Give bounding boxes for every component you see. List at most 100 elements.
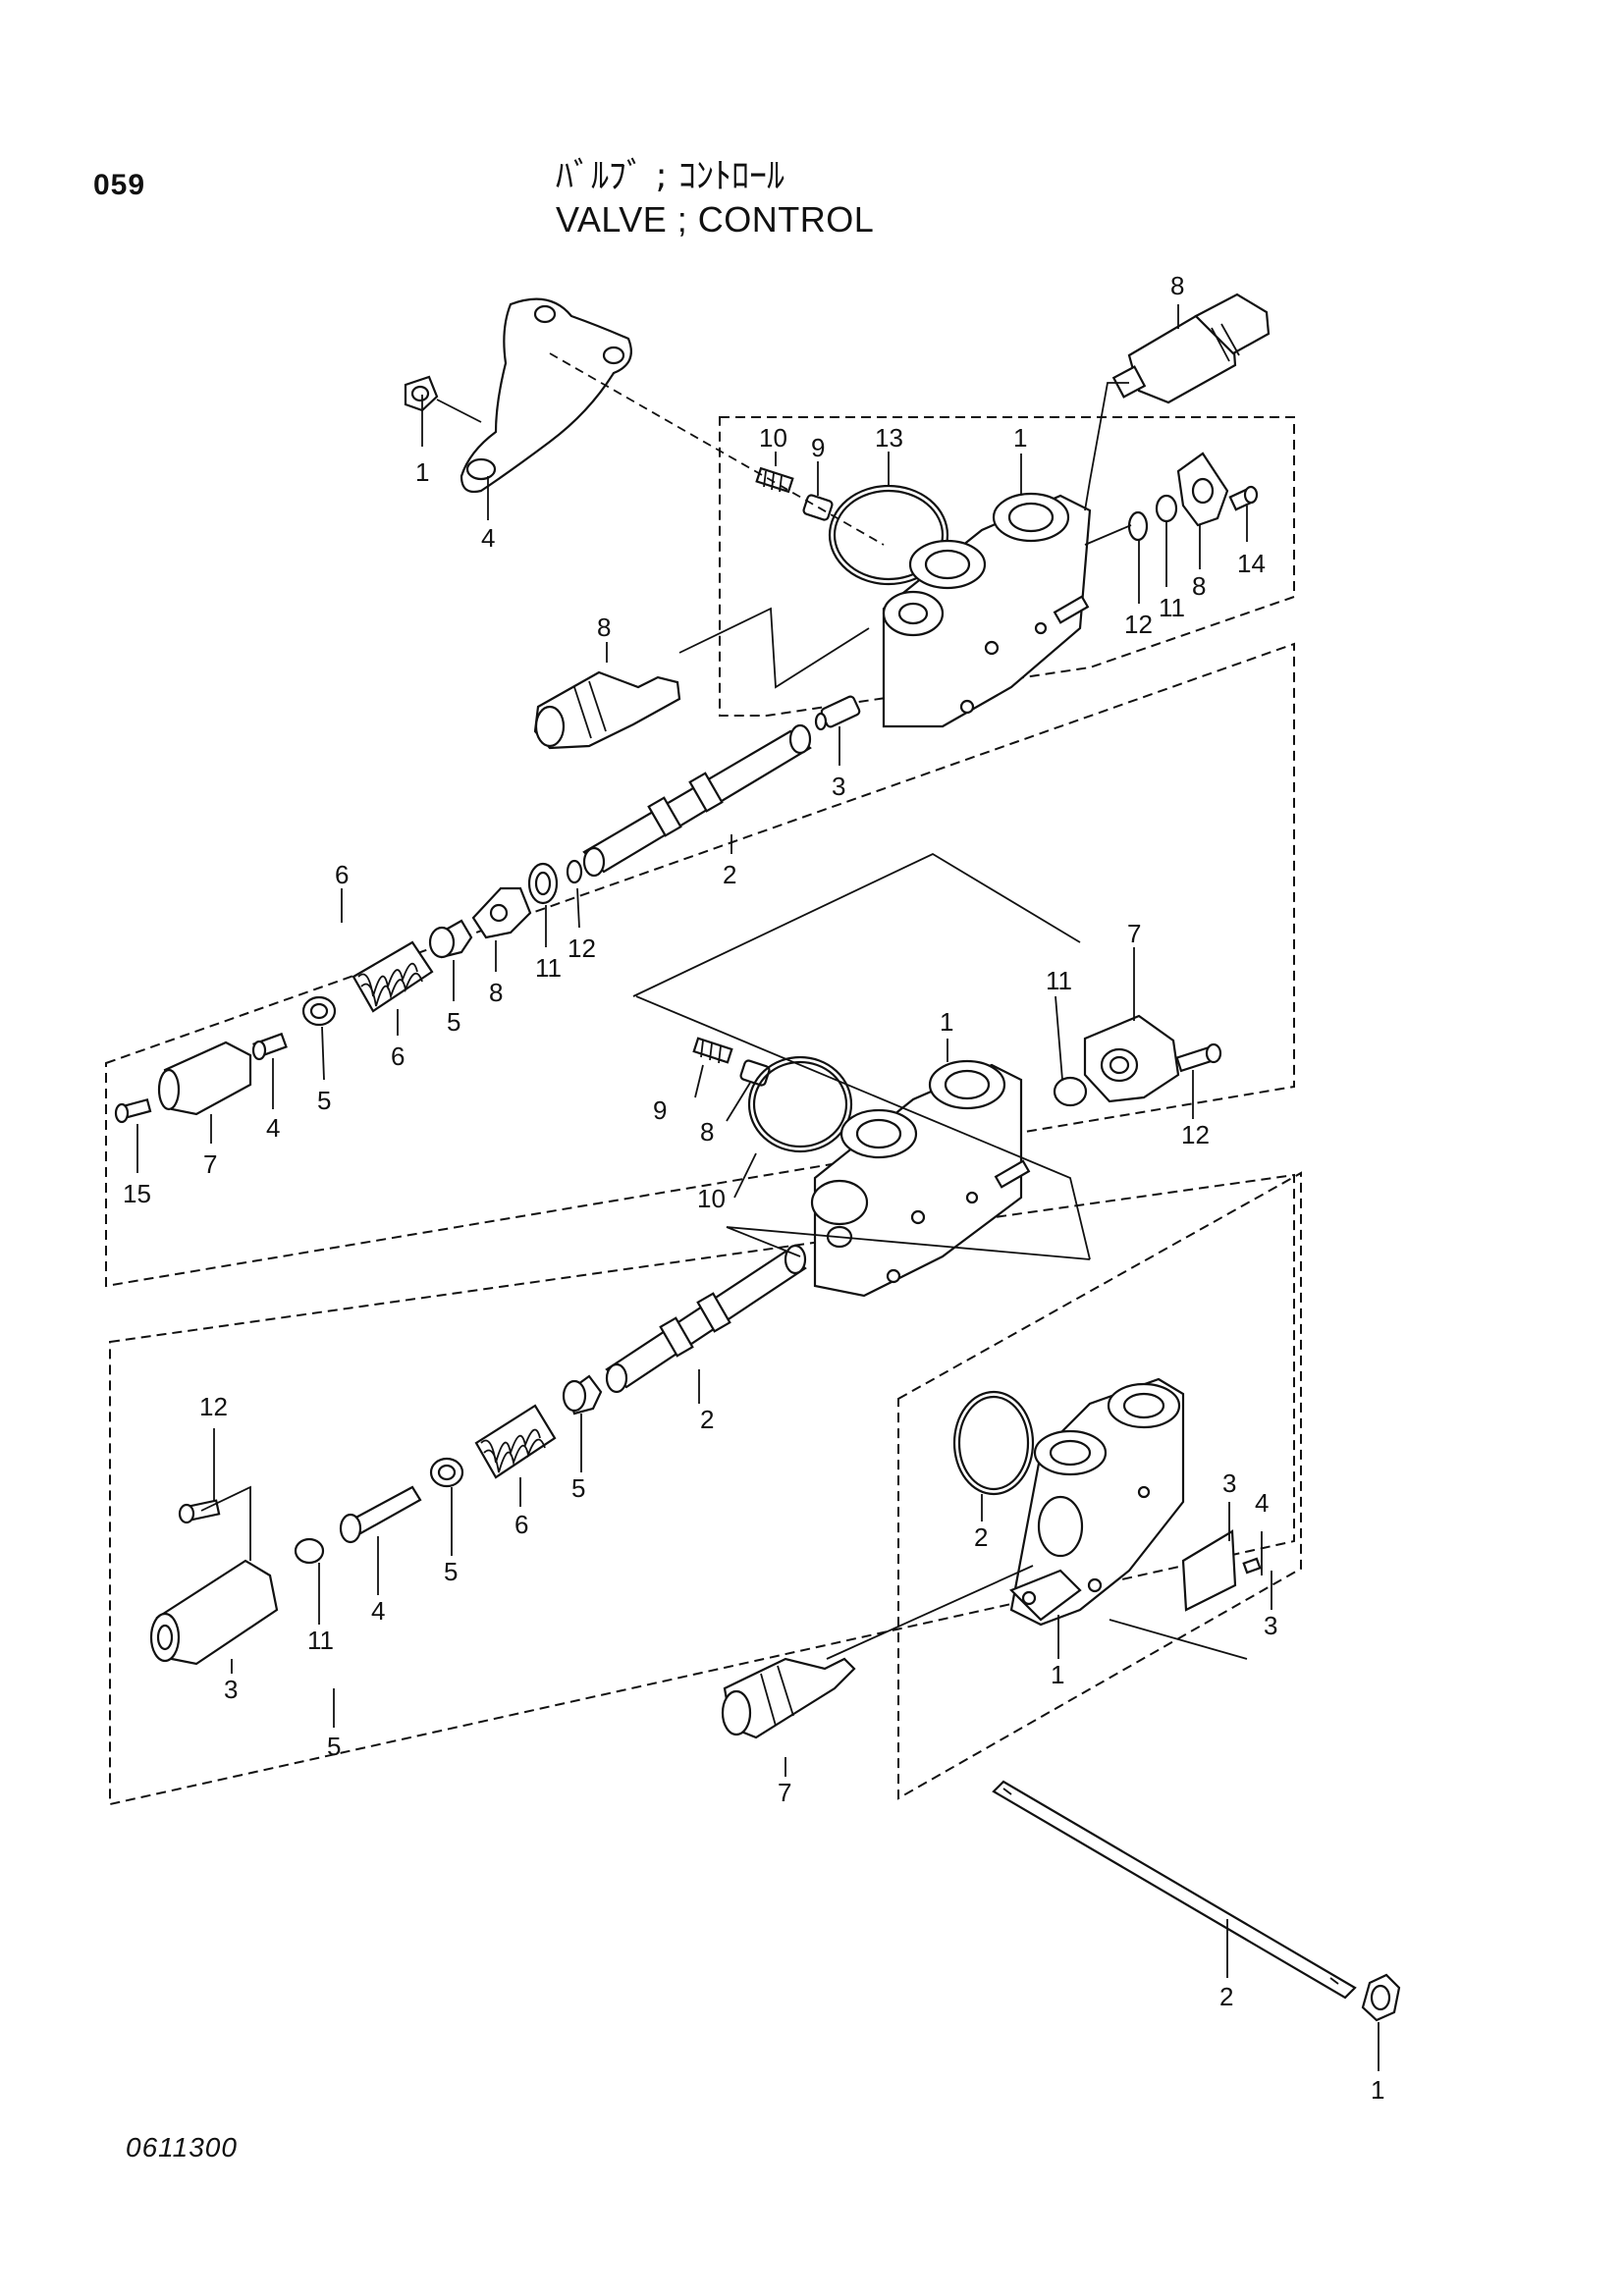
callout-g5-5: 5 (327, 1732, 341, 1761)
screw-part-4-g6 (251, 1032, 288, 1061)
cap-part-7-g6 (157, 1041, 252, 1116)
o-ring-part-12-g6 (566, 859, 583, 884)
screw-part-4-g3 (1242, 1557, 1262, 1575)
title-english: VALVE ; CONTROL (556, 199, 875, 240)
callout-g3-7: 7 (778, 1778, 791, 1807)
backup-ring-part-11-top (1155, 494, 1178, 523)
seat-part-5-g5-a (562, 1374, 603, 1415)
backup-ring-part-11-g6 (527, 862, 559, 905)
o-ring-part-13-inner (833, 489, 945, 581)
cap-part-3-g5 (149, 1559, 279, 1666)
valve-body-part-1-g3 (1009, 1377, 1185, 1627)
callout-labels: 1 4 8 10 9 13 1 12 11 8 14 8 3 2 6 12 11… (123, 271, 1384, 2105)
o-ring-part-11-g5 (294, 1537, 325, 1565)
group-outline-top (719, 416, 1295, 717)
callout-top-nut-1: 1 (415, 457, 429, 487)
callout-g6-11: 11 (535, 953, 562, 983)
callout-g3-2: 2 (974, 1522, 988, 1552)
spring-part-6-g5 (474, 1404, 557, 1479)
callout-top-9: 9 (811, 433, 825, 462)
seal-part-11-mid (1053, 1076, 1088, 1107)
callout-g5-5a: 5 (571, 1473, 585, 1503)
callout-g6-12: 12 (568, 934, 596, 963)
callout-g6-6: 6 (335, 860, 349, 889)
drawing-code: 0611300 (126, 2132, 238, 2163)
bolt-part-14-top (1228, 485, 1259, 511)
callout-left-relief-8: 8 (597, 613, 611, 642)
plate-part-8-g6 (471, 886, 532, 939)
callout-top-12: 12 (1124, 610, 1153, 639)
page-number: 059 (93, 169, 146, 201)
o-ring-part-2-g3 (952, 1390, 1035, 1496)
tie-bolt-part-2 (992, 1780, 1357, 2000)
callout-g3-1: 1 (1051, 1660, 1064, 1689)
callout-g5-12: 12 (199, 1392, 228, 1421)
cap-part-7-mid (1083, 1014, 1180, 1103)
callout-g6-15: 15 (123, 1179, 151, 1208)
seat-part-5-g6-b (301, 995, 337, 1027)
flange-plate-part-8-top (1176, 452, 1229, 527)
callout-g6-6b: 6 (391, 1041, 405, 1071)
callout-mid-11: 11 (1046, 966, 1072, 995)
callout-g5-5b: 5 (444, 1557, 458, 1586)
group-outline-5 (109, 1173, 1295, 1806)
bolt-part-15-g6 (114, 1097, 152, 1124)
callout-top-spool-2: 2 (723, 860, 736, 889)
callout-bolt-2: 2 (1219, 1982, 1233, 2011)
callout-top-cover-4: 4 (481, 523, 495, 553)
nut-part-1-bolt (1361, 1973, 1401, 2022)
group-outline-6 (105, 642, 1295, 1288)
o-ring-part-12-top (1127, 510, 1149, 542)
callout-bolt-nut-1: 1 (1371, 2075, 1384, 2105)
spring-part-6-g6 (352, 940, 434, 1013)
poppet-part-9-top (802, 494, 834, 521)
cover-part-4 (460, 297, 632, 494)
valve-body-part-1-top (882, 492, 1092, 728)
group-outline-3 (897, 1171, 1302, 1800)
rod-part-4-g5 (339, 1485, 422, 1544)
callout-top-relief-8: 8 (1170, 271, 1184, 300)
nut-part-1-top (404, 375, 439, 412)
callout-mid-8: 8 (700, 1117, 714, 1147)
callout-g3-3a: 3 (1222, 1468, 1236, 1498)
callout-g5-3: 3 (224, 1675, 238, 1704)
callout-mid-spool-2: 2 (700, 1405, 714, 1434)
valve-body-part-1-mid (810, 1059, 1031, 1298)
plug-part-3-top (814, 695, 861, 731)
callout-mid-body-1: 1 (940, 1007, 953, 1037)
callout-g5-4: 4 (371, 1596, 385, 1626)
callout-top-10: 10 (759, 423, 787, 453)
plate-part-3-g3 (1181, 1529, 1237, 1612)
leader-g5-3-cap (200, 1485, 251, 1561)
callout-g6-8: 8 (489, 978, 503, 1007)
callout-g5-6: 6 (514, 1510, 528, 1539)
o-ring-part-10-mid-inner (752, 1060, 848, 1148)
relief-valve-part-8-top (1111, 293, 1271, 404)
title-japanese: ﾊﾞﾙﾌﾞ ; ｺﾝﾄﾛｰﾙ (556, 156, 785, 196)
o-ring-part-2-g3-inner (957, 1395, 1030, 1491)
spring-part-10-top (755, 466, 794, 494)
callout-g6-4: 4 (266, 1113, 280, 1143)
callout-g5-11: 11 (307, 1626, 334, 1655)
spring-part-9-mid (692, 1037, 733, 1064)
callout-mid-7: 7 (1127, 919, 1141, 948)
callout-g6-5b: 5 (317, 1086, 331, 1115)
o-ring-part-10-mid (747, 1055, 853, 1153)
bolt-part-12-g5 (178, 1499, 221, 1524)
callout-mid-9: 9 (653, 1095, 667, 1125)
callout-g6-5a: 5 (447, 1007, 460, 1037)
spool-part-2-mid (605, 1244, 807, 1394)
relief-valve-part-7-g3 (721, 1657, 856, 1739)
spool-part-2-top (582, 723, 812, 878)
leader-lines (136, 304, 1380, 2071)
seat-part-5-g5-b (429, 1457, 464, 1488)
relief-valve-part-8-left (533, 670, 681, 750)
callout-g3-3: 3 (1264, 1611, 1277, 1640)
callout-top-13: 13 (875, 423, 903, 453)
callout-top-14: 14 (1237, 549, 1266, 578)
callout-top-11: 11 (1159, 593, 1185, 622)
callout-top-3: 3 (832, 772, 845, 801)
callout-mid-12: 12 (1181, 1120, 1210, 1149)
bolt-part-12-mid (1175, 1042, 1222, 1073)
